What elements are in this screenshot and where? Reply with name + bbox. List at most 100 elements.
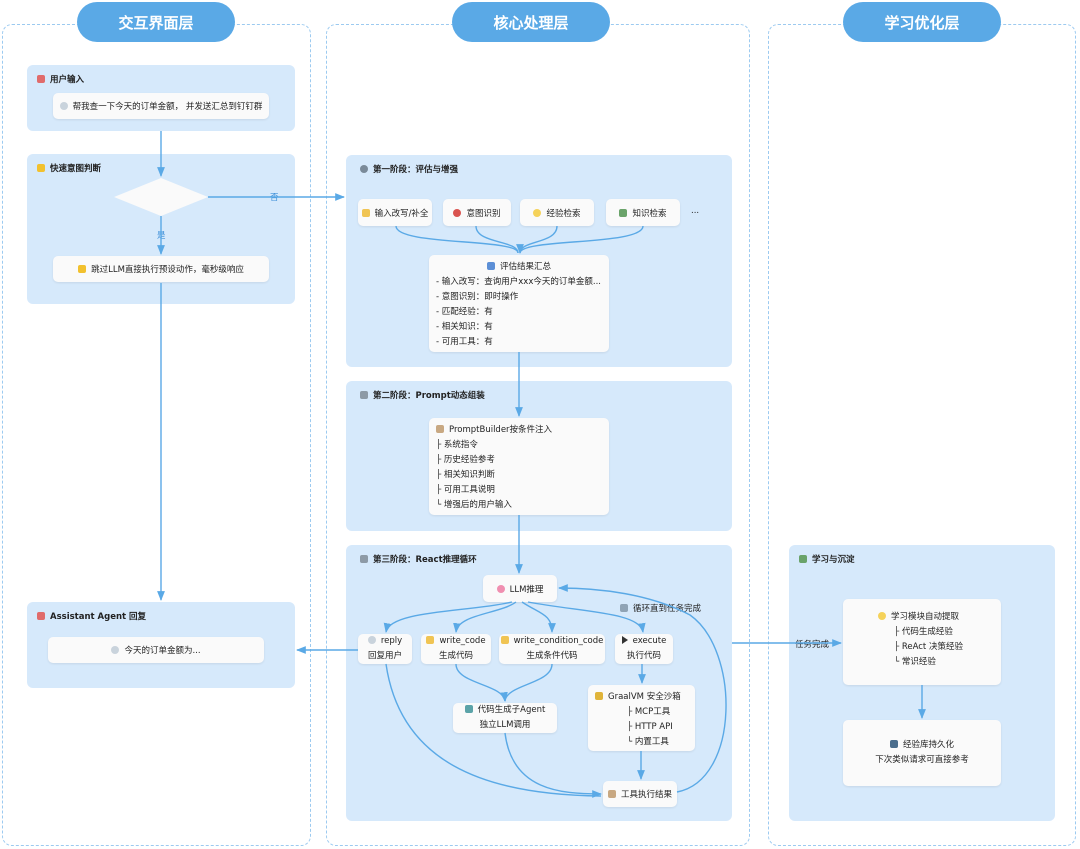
experience-retrieval-label: 经验检索 xyxy=(546,208,581,219)
builder-line: ├ 历史经验参考 xyxy=(436,455,495,465)
target-icon xyxy=(453,208,462,217)
execute-action-box: execute 执行代码 xyxy=(615,634,673,664)
execute-name: execute xyxy=(632,636,667,646)
evaluation-summary-box: 评估结果汇总 - 输入改写：查询用户xxx今天的订单金额... - 意图识别：即… xyxy=(429,255,609,352)
intent-recognition-box: 意图识别 xyxy=(443,199,511,226)
knowledge-retrieval-box: 知识检索 xyxy=(606,199,680,226)
person-icon xyxy=(37,612,45,620)
execute-desc: 执行代码 xyxy=(626,651,661,661)
extract-line: ├ ReAct 决策经验 xyxy=(894,642,963,652)
write-condition-code-desc: 生成条件代码 xyxy=(526,651,578,661)
write-code-name: write_code xyxy=(439,636,486,646)
sandbox-line: └ 内置工具 xyxy=(627,737,669,747)
lock-icon xyxy=(595,692,603,700)
repeat-icon xyxy=(620,604,628,612)
lightning-icon xyxy=(78,265,87,273)
bar-chart-icon xyxy=(486,262,495,270)
write-code-action-box: write_code 生成代码 xyxy=(421,634,491,664)
prompt-builder-box: PromptBuilder按条件注入 ├ 系统指令 ├ 历史经验参考 ├ 相关知… xyxy=(429,418,609,515)
person-icon xyxy=(37,75,45,83)
subagent-desc: 独立LLM调用 xyxy=(479,720,531,730)
agent-reply-box: 今天的订单金额为... xyxy=(48,637,264,663)
builder-title: PromptBuilder按条件注入 xyxy=(449,425,553,435)
summary-title: 评估结果汇总 xyxy=(499,262,551,272)
speech-bubble-icon xyxy=(111,646,120,654)
user-message: 帮我查一下今天的订单金额， 并发送汇总到钉钉群 xyxy=(72,102,263,112)
floppy-disk-icon xyxy=(889,740,898,748)
learning-extract-box: 学习模块自动提取 ├ 代码生成经验 ├ ReAct 决策经验 └ 常识经验 xyxy=(843,599,1001,685)
code-subagent-box: 代码生成子Agent 独立LLM调用 xyxy=(453,703,557,733)
tool-result-box: 工具执行结果 xyxy=(603,781,677,807)
lightning-icon xyxy=(37,164,45,172)
summary-line: - 输入改写：查询用户xxx今天的订单金额... xyxy=(436,277,601,287)
clipboard-icon xyxy=(436,425,444,433)
input-rewrite-label: 输入改写/补全 xyxy=(374,208,429,219)
subagent-name: 代码生成子Agent xyxy=(477,705,546,715)
fast-intent-decision: 命中快速意图? xyxy=(125,193,181,203)
core-layer-header: 核心处理层 xyxy=(452,2,610,42)
magnifier-icon xyxy=(360,165,368,173)
learning-title: 学习与沉淀 xyxy=(812,555,855,565)
play-icon xyxy=(621,636,628,644)
persist-title: 经验库持久化 xyxy=(902,740,954,750)
persist-desc: 下次类似请求可直接参考 xyxy=(875,755,969,765)
stage3-title: 第三阶段：React推理循环 xyxy=(373,555,477,565)
memo-icon xyxy=(500,636,509,644)
extract-line: └ 常识经验 xyxy=(894,657,936,667)
summary-line: - 意图识别：即时操作 xyxy=(436,292,519,302)
interaction-layer-column xyxy=(2,24,311,846)
more-ellipsis: ... xyxy=(691,206,700,216)
yes-label: 是 xyxy=(157,231,166,241)
sandbox-line: ├ MCP工具 xyxy=(627,707,671,717)
speech-bubble-icon xyxy=(367,636,376,644)
brain-icon xyxy=(496,584,505,593)
llm-label: LLM推理 xyxy=(509,584,544,595)
extract-title: 学习模块自动提取 xyxy=(891,612,960,622)
stage2-title: 第二阶段：Prompt动态组装 xyxy=(373,391,485,401)
experience-persist-box: 经验库持久化 下次类似请求可直接参考 xyxy=(843,720,1001,786)
robot-icon xyxy=(464,705,473,713)
speech-bubble-icon xyxy=(59,102,68,110)
summary-line: - 匹配经验：有 xyxy=(436,307,493,317)
sandbox-line: ├ HTTP API xyxy=(627,722,673,732)
summary-line: - 相关知识：有 xyxy=(436,322,493,332)
builder-line: ├ 可用工具说明 xyxy=(436,485,495,495)
reply-action-desc: 回复用户 xyxy=(367,651,402,661)
knowledge-retrieval-label: 知识检索 xyxy=(632,208,667,219)
sandbox-box: GraalVM 安全沙箱 ├ MCP工具 ├ HTTP API └ 内置工具 xyxy=(588,685,695,751)
llm-reasoning-box: LLM推理 xyxy=(483,575,557,602)
user-message-box: 帮我查一下今天的订单金额， 并发送汇总到钉钉群 xyxy=(53,93,269,119)
agent-reply-title: Assistant Agent 回复 xyxy=(50,612,147,622)
reply-action-name: reply xyxy=(380,636,403,646)
lightbulb-icon xyxy=(878,612,886,620)
fast-intent-title: 快速意图判断 xyxy=(50,164,102,174)
loop-label: 循环直到任务完成 xyxy=(620,602,701,614)
input-rewrite-box: 输入改写/补全 xyxy=(358,199,432,226)
intent-recognition-label: 意图识别 xyxy=(466,208,501,219)
agent-reply-message: 今天的订单金额为... xyxy=(124,646,201,656)
learning-layer-header: 学习优化层 xyxy=(843,2,1001,42)
sandbox-title: GraalVM 安全沙箱 xyxy=(608,692,681,702)
builder-line: └ 增强后的用户输入 xyxy=(436,500,512,510)
memo-icon xyxy=(426,636,435,644)
books-icon xyxy=(619,208,628,217)
tool-result-label: 工具执行结果 xyxy=(620,790,672,800)
extract-line: ├ 代码生成经验 xyxy=(894,627,953,637)
reply-action-box: reply 回复用户 xyxy=(358,634,412,664)
clipboard-icon xyxy=(607,790,616,798)
user-input-title: 用户输入 xyxy=(50,75,85,85)
skip-llm-box: 跳过LLM直接执行预设动作，毫秒级响应 xyxy=(53,256,269,282)
wrench-icon xyxy=(360,555,368,563)
write-condition-code-action-box: write_condition_code 生成条件代码 xyxy=(499,634,605,664)
wrench-icon xyxy=(360,391,368,399)
memo-icon xyxy=(361,208,370,217)
summary-line: - 可用工具：有 xyxy=(436,337,493,347)
stage1-title: 第一阶段：评估与增强 xyxy=(373,165,459,175)
write-code-desc: 生成代码 xyxy=(438,651,473,661)
task-done-label: 任务完成 xyxy=(795,640,830,650)
books-icon xyxy=(799,555,807,563)
no-label: 否 xyxy=(270,193,279,203)
builder-line: ├ 相关知识判断 xyxy=(436,470,495,480)
skip-llm-text: 跳过LLM直接执行预设动作，毫秒级响应 xyxy=(91,265,244,275)
write-condition-code-name: write_condition_code xyxy=(513,636,604,646)
